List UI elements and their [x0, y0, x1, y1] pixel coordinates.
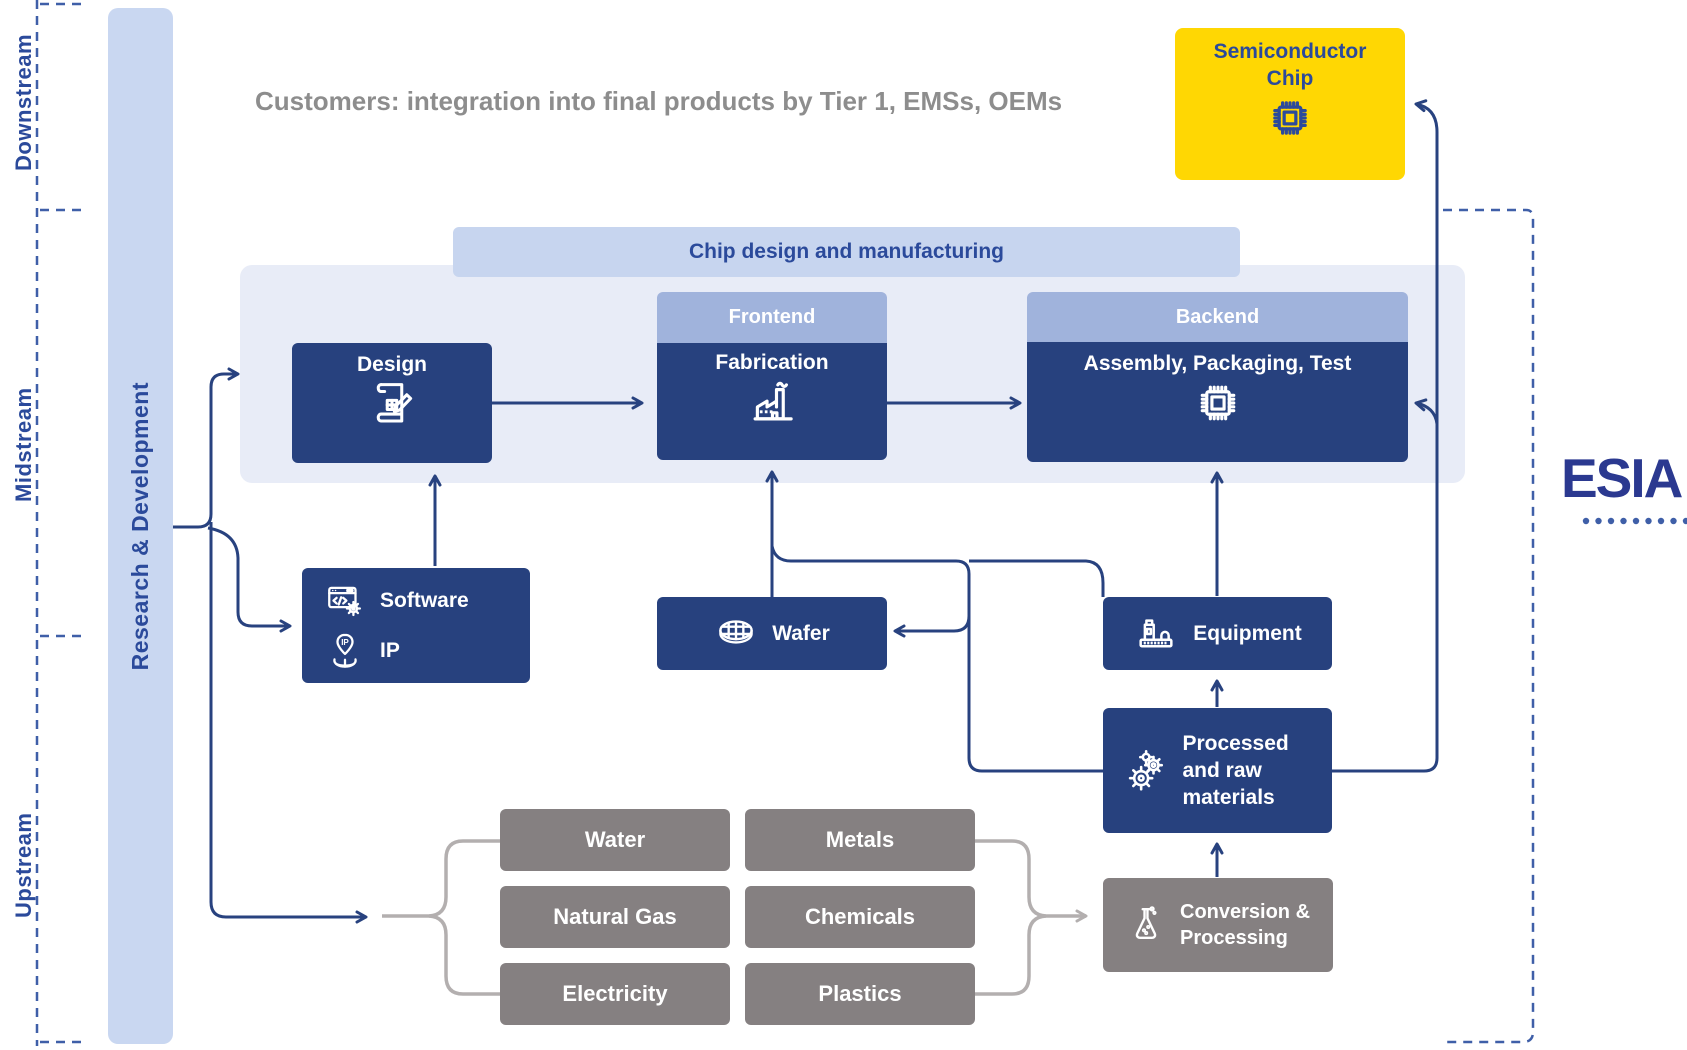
- frontend-header: Frontend: [657, 292, 887, 343]
- equipment-box: Equipment: [1103, 597, 1332, 670]
- backend-label: Backend: [1175, 305, 1260, 328]
- left-brace-top: [382, 839, 500, 918]
- esia-logo: ESIA: [1561, 447, 1683, 509]
- processed-materials-label: Processed and raw materials: [1182, 732, 1289, 809]
- ip-label: IP: [380, 638, 400, 662]
- ip-pin-icon: IP: [333, 633, 357, 668]
- research-development-label: Research & Development: [127, 381, 153, 671]
- packaged-chip-icon: [1200, 385, 1235, 421]
- input-natural-gas: Natural Gas: [500, 886, 730, 948]
- input-water: Water: [500, 809, 730, 871]
- wafer-icon: [719, 619, 753, 644]
- downstream-label: Downstream: [11, 33, 36, 172]
- semiconductor-chip-line2: Chip: [1266, 67, 1314, 90]
- arrow-rnd-to-software: [207, 526, 292, 633]
- gray-braces: [382, 839, 1088, 996]
- chip-design-banner-label: Chip design and manufacturing: [688, 240, 1004, 263]
- input-chemicals: Chemicals: [745, 886, 975, 948]
- software-label: Software: [380, 588, 469, 612]
- equipment-label: Equipment: [1193, 621, 1302, 645]
- wafer-box: Wafer: [657, 597, 887, 670]
- semiconductor-chip-line1: Semiconductor: [1213, 40, 1367, 63]
- equipment-machine-icon: [1139, 618, 1173, 648]
- input-electricity: Electricity: [500, 963, 730, 1025]
- semiconductor-chip-box: Semiconductor Chip: [1175, 28, 1405, 180]
- arrow-loop-to-wafer: [893, 615, 971, 638]
- gears-icon: [1128, 749, 1163, 790]
- design-label: Design: [356, 353, 427, 376]
- factory-icon: [753, 381, 793, 421]
- right-brace-bottom: [975, 914, 1047, 996]
- ip-row: IP IP: [324, 630, 530, 672]
- chip-icon: [1273, 101, 1307, 135]
- research-development-bar: Research & Development: [108, 8, 173, 1044]
- flask-icon: [1135, 906, 1157, 940]
- midstream-label: Midstream: [11, 387, 36, 502]
- software-row: Software: [324, 580, 530, 622]
- line-loop-to-equipment: [969, 559, 1105, 597]
- left-brace-bottom: [428, 914, 500, 996]
- arrow-rnd-to-design: [173, 367, 240, 529]
- upstream-label: Upstream: [11, 812, 36, 919]
- input-metals: Metals: [745, 809, 975, 871]
- customers-text: Customers: integration into final produc…: [255, 86, 1063, 116]
- blueprint-pencil-icon: [376, 383, 413, 423]
- software-ip-box: Software IP IP: [302, 568, 530, 683]
- wafer-label: Wafer: [772, 621, 830, 645]
- processed-materials-box: Processed and raw materials: [1103, 708, 1332, 833]
- input-plastics: Plastics: [745, 963, 975, 1025]
- fabrication-label: Fabrication: [715, 351, 829, 374]
- chip-design-banner: Chip design and manufacturing: [453, 227, 1240, 277]
- svg-text:IP: IP: [341, 637, 349, 646]
- fabrication-box: Fabrication: [657, 343, 887, 460]
- backend-header: Backend: [1027, 292, 1408, 342]
- design-box: Design: [292, 343, 492, 463]
- esia-dots: [1582, 517, 1687, 525]
- conversion-processing-label: Conversion & Processing: [1180, 901, 1311, 949]
- software-window-icon: [328, 586, 362, 616]
- assembly-box: Assembly, Packaging, Test: [1027, 342, 1408, 462]
- frontend-label: Frontend: [728, 306, 816, 328]
- right-brace-top-arrow: [975, 839, 1088, 923]
- conversion-processing-box: Conversion & Processing: [1103, 878, 1333, 972]
- assembly-label: Assembly, Packaging, Test: [1083, 352, 1352, 375]
